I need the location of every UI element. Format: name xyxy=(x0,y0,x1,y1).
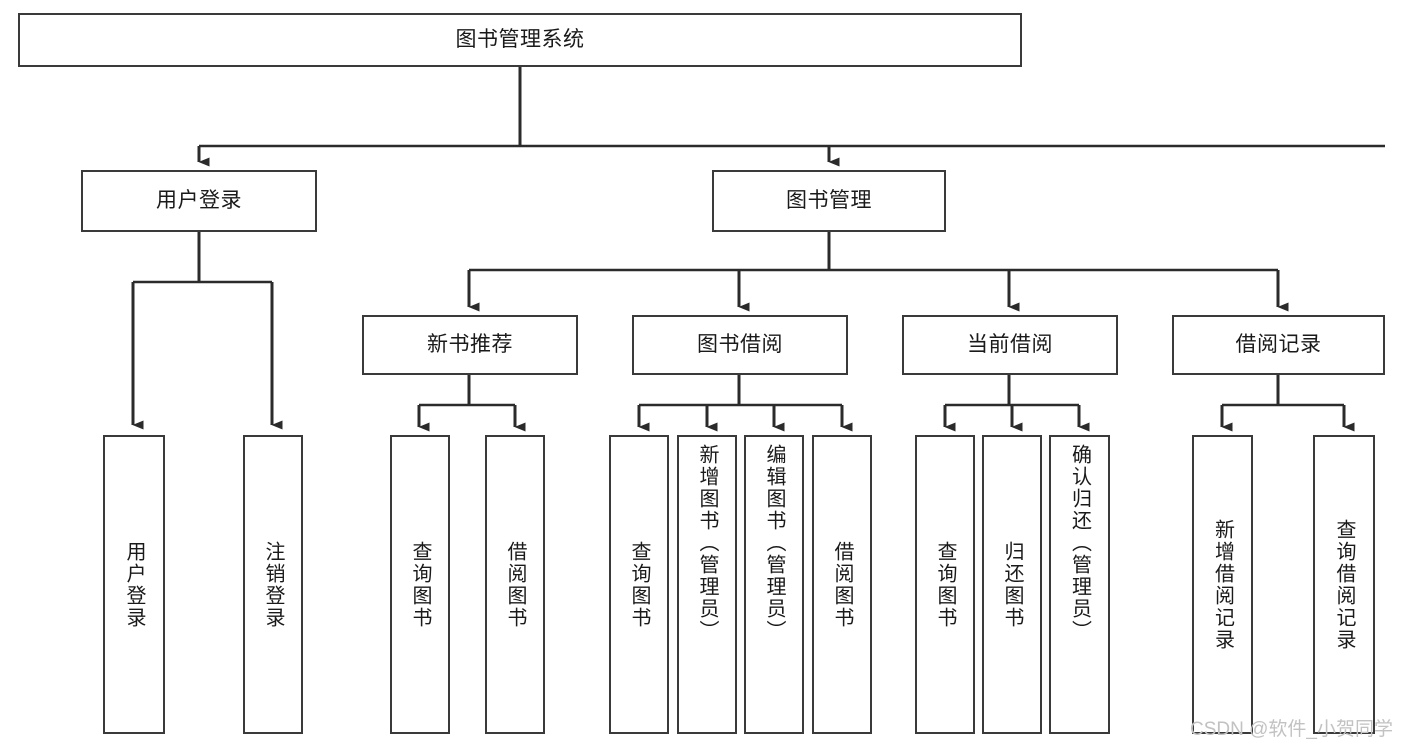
node-root-system[interactable]: 图书管理系统 xyxy=(18,13,1022,67)
node-label: 用户登录 xyxy=(123,540,145,629)
node-label: 当前借阅 xyxy=(967,333,1053,357)
node-leaf-edit-book[interactable]: 编辑图书（管理员） xyxy=(744,435,804,734)
node-leaf-return-book[interactable]: 归还图书 xyxy=(982,435,1042,734)
node-label: 借阅图书 xyxy=(831,540,853,629)
node-label: 查询图书 xyxy=(934,540,956,629)
node-label: 新书推荐 xyxy=(427,333,513,357)
node-label: 查询图书 xyxy=(409,540,431,629)
node-label: 注销登录 xyxy=(262,540,284,629)
node-current-borrow[interactable]: 当前借阅 xyxy=(902,315,1118,375)
node-label: 用户登录 xyxy=(156,189,242,213)
node-user-login[interactable]: 用户登录 xyxy=(81,170,317,232)
node-book-manage[interactable]: 图书管理 xyxy=(712,170,946,232)
node-label: 新增借阅记录 xyxy=(1211,518,1234,651)
node-leaf-query-record[interactable]: 查询借阅记录 xyxy=(1313,435,1375,734)
node-label: 确认归还（管理员） xyxy=(1068,444,1091,642)
node-leaf-logout[interactable]: 注销登录 xyxy=(243,435,303,734)
node-leaf-borrow-book-2[interactable]: 借阅图书 xyxy=(812,435,872,734)
node-book-borrow[interactable]: 图书借阅 xyxy=(632,315,848,375)
node-label: 图书管理系统 xyxy=(455,28,585,52)
node-leaf-confirm-return[interactable]: 确认归还（管理员） xyxy=(1049,435,1110,734)
node-label: 图书管理 xyxy=(786,189,872,213)
node-label: 借阅记录 xyxy=(1235,333,1322,357)
node-label: 编辑图书（管理员） xyxy=(763,444,785,642)
node-leaf-query-book-3[interactable]: 查询图书 xyxy=(915,435,975,734)
node-borrow-record[interactable]: 借阅记录 xyxy=(1172,315,1385,375)
node-leaf-query-book-1[interactable]: 查询图书 xyxy=(390,435,450,734)
node-leaf-add-book[interactable]: 新增图书（管理员） xyxy=(677,435,737,734)
node-label: 新增图书（管理员） xyxy=(696,444,718,642)
node-leaf-borrow-book-1[interactable]: 借阅图书 xyxy=(485,435,545,734)
node-new-book-recommend[interactable]: 新书推荐 xyxy=(362,315,578,375)
node-leaf-add-record[interactable]: 新增借阅记录 xyxy=(1192,435,1253,734)
node-label: 查询图书 xyxy=(628,540,650,629)
node-label: 查询借阅记录 xyxy=(1333,518,1355,651)
node-label: 图书借阅 xyxy=(697,333,783,357)
node-leaf-user-login[interactable]: 用户登录 xyxy=(103,435,165,734)
node-label: 借阅图书 xyxy=(504,540,526,629)
node-leaf-query-book-2[interactable]: 查询图书 xyxy=(609,435,669,734)
node-label: 归还图书 xyxy=(1001,540,1023,629)
